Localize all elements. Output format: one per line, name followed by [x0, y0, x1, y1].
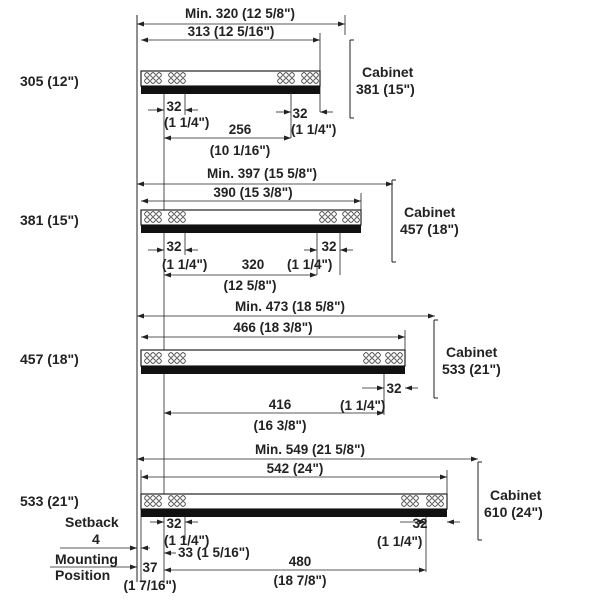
- cabinet-size-label: 457 (18"): [400, 221, 459, 237]
- front-hole-imperial: (1 1/4"): [164, 533, 209, 548]
- front-hole-value: 32: [166, 239, 181, 254]
- setback-label: Setback: [65, 514, 119, 530]
- drawer-slide: [140, 493, 448, 517]
- rear-hole-value: 32: [386, 381, 401, 396]
- min-depth-label: Min. 320 (12 5/8"): [185, 6, 295, 21]
- hole-pattern: [144, 72, 319, 84]
- rear-hole-imperial: (1 1/4"): [377, 534, 422, 549]
- rear-hole-imperial: (1 1/4"): [340, 398, 385, 413]
- cabinet-size-label: 381 (15"): [356, 81, 415, 97]
- front-hole-imperial: (1 1/4"): [162, 257, 207, 272]
- hole-span-value: 480: [289, 554, 312, 569]
- offset-33-label: 33 (1 5/16"): [178, 545, 250, 560]
- drawer-size-label: 533 (21"): [20, 493, 79, 509]
- hole-span-imperial: (10 1/16"): [210, 143, 270, 158]
- slide-length-label: 542 (24"): [267, 461, 324, 476]
- min-depth-label: Min. 473 (18 5/8"): [235, 299, 345, 314]
- min-depth-label: Min. 397 (15 5/8"): [207, 166, 317, 181]
- rear-hole-value: 32: [321, 239, 336, 254]
- drawer-size-label: 305 (12"): [20, 73, 79, 89]
- cabinet-bracket: [349, 39, 354, 119]
- front-hole-value: 32: [166, 99, 181, 114]
- cabinet-label: Cabinet: [446, 344, 498, 360]
- cabinet-label: Cabinet: [362, 64, 414, 80]
- row-381: Min. 397 (15 5/8") 390 (15 3/8") 381 (15…: [20, 166, 459, 293]
- slide-length-label: 390 (15 3/8"): [213, 185, 292, 200]
- cabinet-bracket: [477, 461, 482, 541]
- cabinet-bracket: [433, 319, 438, 399]
- setback-value: 4: [92, 531, 100, 547]
- drawer-slide: [140, 349, 406, 374]
- row-457: Min. 473 (18 5/8") 466 (18 3/8") 457 (18…: [20, 299, 501, 433]
- front-hole-value: 32: [166, 516, 181, 531]
- cabinet-label: Cabinet: [404, 204, 456, 220]
- hole-span-imperial: (18 7/8"): [274, 573, 327, 588]
- drawer-size-label: 457 (18"): [20, 351, 79, 367]
- row-533: Min. 549 (21 5/8") 542 (24") 533 (21"): [20, 442, 543, 588]
- mounting-imperial: (1 7/16"): [124, 578, 177, 593]
- hole-pattern: [144, 495, 444, 507]
- position-label: Position: [55, 567, 110, 583]
- rear-hole-imperial: (1 1/4"): [287, 257, 332, 272]
- cabinet-bracket: [391, 179, 396, 263]
- rear-hole-value: 32: [292, 106, 307, 121]
- drawer-slide: [140, 209, 362, 233]
- setback-and-mounting: Setback 4 33 (1 5/16") Mounting Position…: [50, 514, 250, 593]
- hole-span-imperial: (12 5/8"): [224, 278, 277, 293]
- drawer-size-label: 381 (15"): [20, 212, 79, 228]
- row-305: Min. 320 (12 5/8") 313 (12 5/16") 305 (1…: [20, 6, 415, 158]
- hole-span-value: 416: [269, 397, 292, 412]
- cabinet-label: Cabinet: [490, 487, 542, 503]
- rear-hole-value: 32: [412, 516, 427, 531]
- front-hole-imperial: (1 1/4"): [164, 115, 209, 130]
- rear-hole-imperial: (1 1/4"): [291, 122, 336, 137]
- min-depth-label: Min. 549 (21 5/8"): [255, 442, 365, 457]
- mounting-value: 37: [142, 560, 157, 575]
- mounting-label: Mounting: [55, 551, 118, 567]
- drawer-slide: [140, 70, 321, 94]
- cabinet-size-label: 610 (24"): [484, 504, 543, 520]
- hole-span-value: 320: [242, 257, 265, 272]
- hole-pattern: [144, 211, 360, 223]
- hole-span-imperial: (16 3/8"): [254, 418, 307, 433]
- cabinet-size-label: 533 (21"): [442, 361, 501, 377]
- slide-length-label: 466 (18 3/8"): [233, 320, 312, 335]
- hole-span-value: 256: [229, 122, 252, 137]
- hole-pattern: [144, 352, 403, 364]
- slide-length-label: 313 (12 5/16"): [188, 24, 275, 39]
